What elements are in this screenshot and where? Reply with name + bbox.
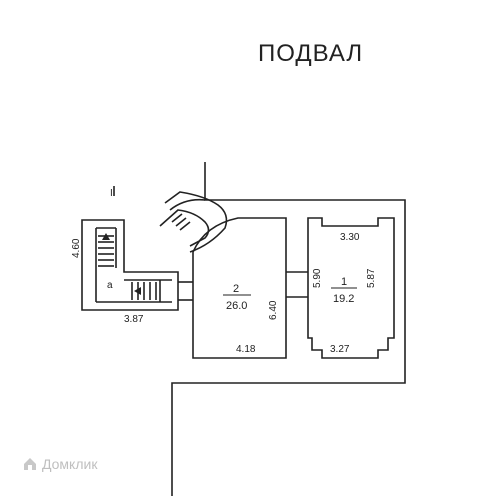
- stair-arrow-up: [102, 233, 110, 240]
- room-1-number: 1: [341, 276, 347, 288]
- mark-a: а: [107, 280, 113, 291]
- watermark: Домклик: [22, 456, 97, 472]
- curved-corridor: [164, 191, 228, 253]
- watermark-text: Домклик: [42, 456, 98, 472]
- room-2-number: 2: [233, 283, 239, 295]
- mark-i: I: [110, 188, 113, 199]
- dim-327: 3.27: [330, 344, 350, 355]
- dim-387: 3.87: [124, 314, 144, 325]
- outer-wall: [171, 162, 406, 496]
- dim-460: 4.60: [71, 238, 82, 258]
- house-icon: [24, 458, 36, 470]
- room-2-outline: [192, 217, 287, 359]
- page-title: ПОДВАЛ: [258, 40, 364, 67]
- stair-block: [81, 219, 179, 311]
- outer-wall-left: [169, 198, 206, 211]
- dim-330: 3.30: [340, 232, 360, 243]
- dim-587: 5.87: [366, 268, 377, 288]
- stair-arrow-left: [134, 287, 141, 295]
- dim-418: 4.18: [236, 344, 256, 355]
- room-1-area: 19.2: [333, 293, 354, 305]
- room-2-area: 26.0: [226, 300, 247, 312]
- room-1-outline: [307, 217, 395, 359]
- dim-590: 5.90: [312, 268, 323, 288]
- dim-640: 6.40: [268, 300, 279, 320]
